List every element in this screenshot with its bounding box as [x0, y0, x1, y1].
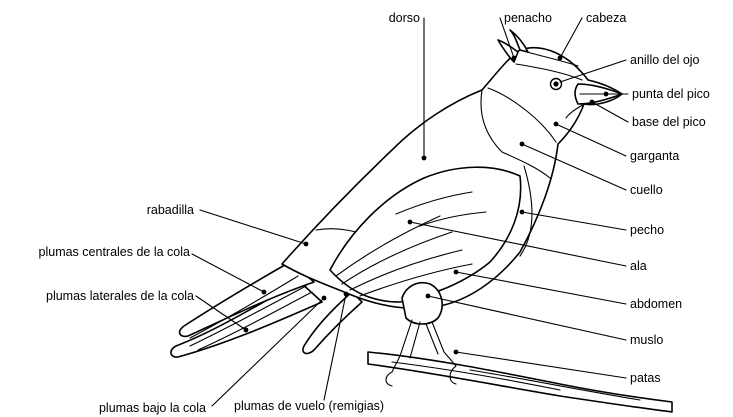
label-patas: patas	[630, 371, 661, 385]
label-muslo: muslo	[630, 333, 663, 347]
label-rabadilla: rabadilla	[147, 203, 194, 217]
label-dorso: dorso	[389, 11, 420, 25]
label-base-del-pico: base del pico	[632, 115, 706, 129]
label-cuello: cuello	[630, 183, 663, 197]
thigh	[402, 283, 442, 324]
dot-muslo	[426, 294, 431, 299]
dot-plumas-vuelo	[344, 292, 349, 297]
label-garganta: garganta	[630, 149, 679, 163]
label-plumas-vuelo: plumas de vuelo (remigias)	[234, 399, 384, 413]
dot-penacho	[512, 56, 517, 61]
dot-pecho	[520, 210, 525, 215]
leader-rabadilla	[200, 210, 306, 244]
leader-muslo	[428, 296, 626, 340]
dot-rabadilla	[304, 242, 309, 247]
dot-cabeza	[558, 56, 563, 61]
label-plumas-bajo: plumas bajo la cola	[99, 401, 206, 415]
label-pecho: pecho	[630, 223, 664, 237]
dot-cuello	[520, 142, 525, 147]
leader-cabeza	[560, 18, 582, 58]
label-abdomen: abdomen	[630, 297, 682, 311]
dot-plumas-centrales	[262, 290, 267, 295]
label-punta-del-pico: punta del pico	[632, 87, 710, 101]
label-penacho: penacho	[504, 11, 552, 25]
dot-punta-pico	[604, 92, 609, 97]
dot-dorso	[422, 156, 427, 161]
label-cabeza: cabeza	[586, 11, 626, 25]
dot-plumas-bajo	[322, 296, 327, 301]
dot-abdomen	[454, 270, 459, 275]
dot-base-pico	[590, 100, 595, 105]
dot-ala	[408, 220, 413, 225]
leader-plumas-centrales	[192, 254, 264, 292]
leader-pecho	[522, 212, 626, 230]
label-anillo-del-ojo: anillo del ojo	[630, 53, 700, 67]
leader-garganta	[556, 124, 626, 156]
bird-illustration	[171, 30, 672, 412]
dot-plumas-laterales	[244, 328, 249, 333]
dot-garganta	[554, 122, 559, 127]
label-ala: ala	[630, 259, 647, 273]
label-plumas-centrales: plumas centrales de la cola	[39, 245, 191, 259]
leader-base-pico	[592, 102, 628, 122]
label-plumas-laterales: plumas laterales de la cola	[46, 289, 194, 303]
eye-pupil	[553, 81, 558, 86]
dot-patas	[454, 350, 459, 355]
